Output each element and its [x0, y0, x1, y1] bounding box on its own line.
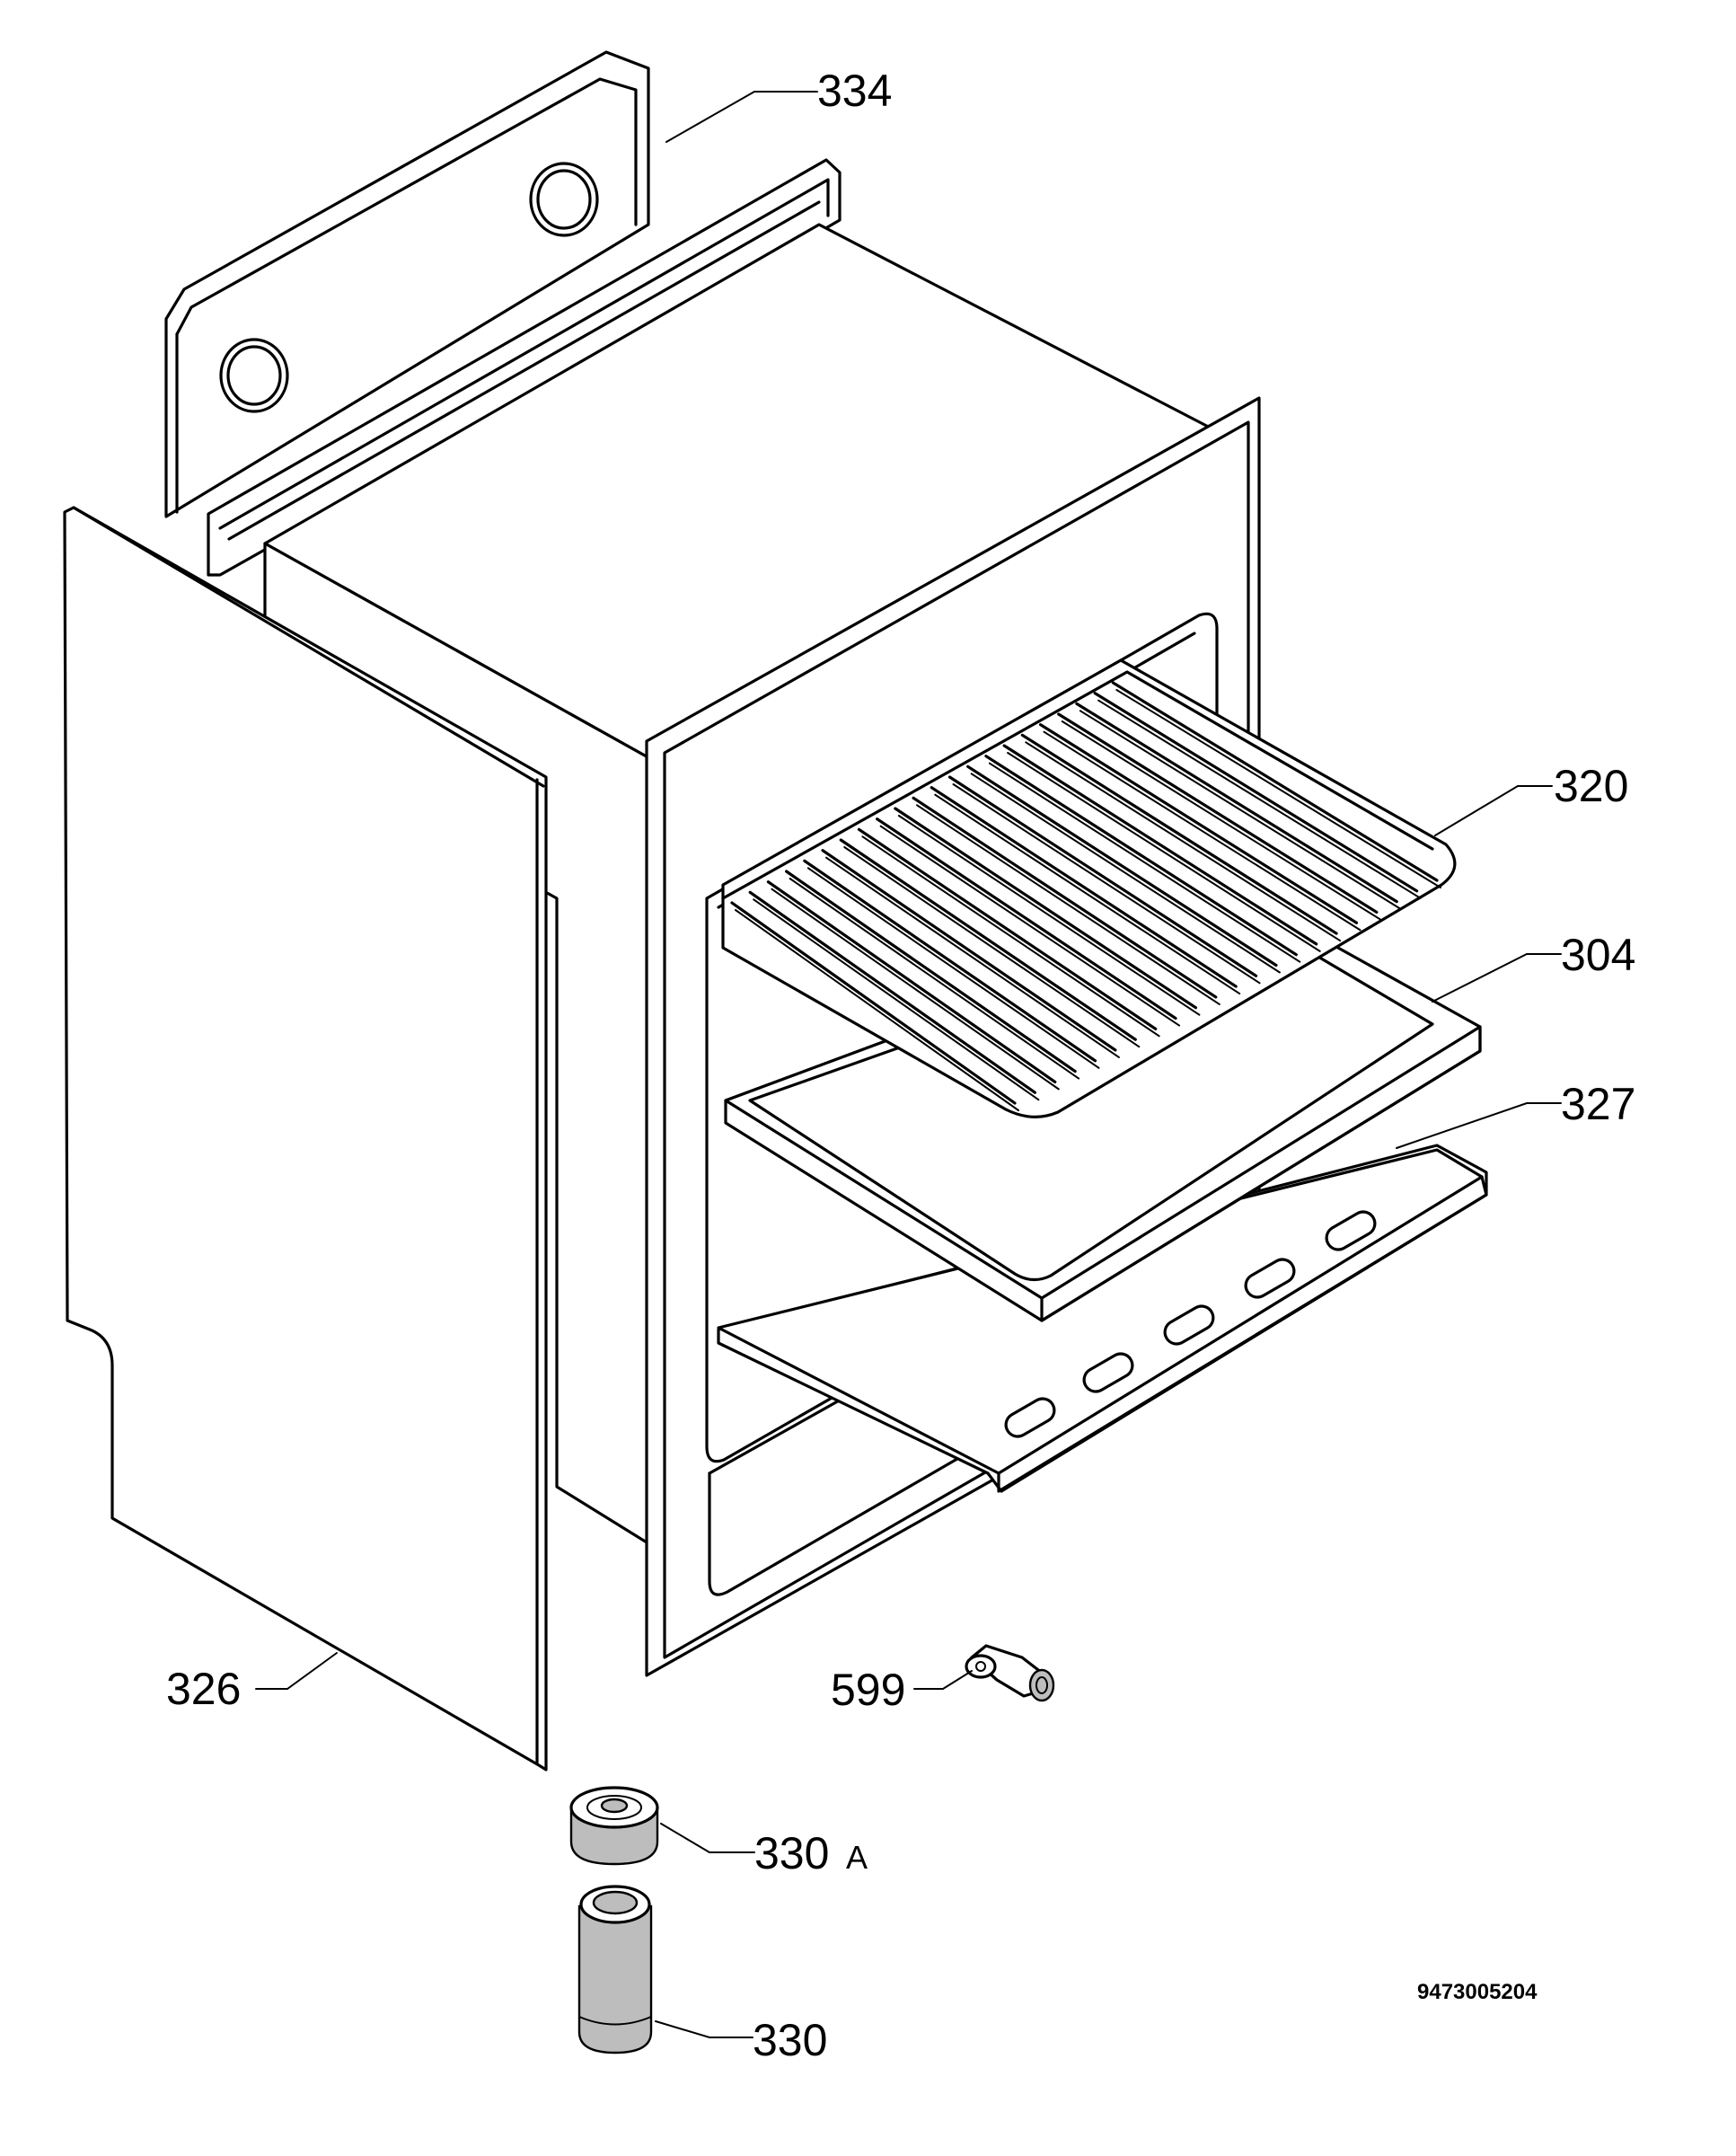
grid-bar-shadow [806, 867, 1100, 1069]
grid-bar-shadow [771, 888, 1060, 1091]
grid-bar-shadow [879, 825, 1181, 1027]
grid-bar [1002, 744, 1318, 946]
grid-bar [839, 838, 1137, 1041]
grid-bar [876, 817, 1177, 1021]
grid-bar-shadow [1043, 730, 1361, 932]
grid-bar-shadow [1007, 752, 1321, 952]
grid-bar-shadow [825, 856, 1120, 1058]
grid-bar-shadow [1097, 699, 1422, 899]
grid-bar-shadow [1115, 689, 1441, 888]
grid-bar-shadow [897, 815, 1201, 1016]
grid-bar [1111, 681, 1439, 882]
label-334: 334 [817, 66, 892, 116]
grid-bar [785, 870, 1077, 1074]
side-panel-326 [63, 506, 548, 1772]
label-304: 304 [1561, 930, 1635, 980]
grid-bar-shadow [861, 835, 1160, 1038]
leader-lines [255, 91, 1562, 2038]
grid-bar [1093, 692, 1419, 893]
grid-bar [748, 890, 1036, 1094]
grid-bar [1075, 702, 1398, 904]
grid-bar [803, 859, 1097, 1063]
grid-bar [930, 786, 1238, 988]
elbow-fitting-599 [965, 1644, 1055, 1702]
grid-bar-shadow [1061, 720, 1381, 921]
grid-bar-shadow [1079, 710, 1402, 910]
label-330a: 330 [754, 1828, 829, 1878]
grid-bar-shadow [970, 773, 1281, 974]
grid-bar [1020, 733, 1338, 935]
grid-bar [984, 755, 1298, 957]
grid-bar-shadow [916, 804, 1220, 1005]
drawing-code: 9473005204 [1417, 1980, 1538, 2004]
grid-bar [857, 827, 1158, 1030]
grid-bar-shadow [789, 878, 1080, 1080]
label-320: 320 [1554, 761, 1628, 811]
foot-cap-330a [569, 1786, 659, 1866]
label-326: 326 [166, 1664, 241, 1714]
part-labels: 334 320 304 327 326 599 330 A 330 [166, 66, 1635, 2065]
grid-bar-shadow [934, 793, 1241, 995]
grid-bar [947, 775, 1258, 977]
rear-panel-334 [164, 50, 650, 518]
label-327: 327 [1561, 1079, 1635, 1129]
grid-bar-shadow [843, 846, 1141, 1048]
grid-bar [912, 796, 1218, 999]
label-330a-suffix: A [846, 1839, 868, 1876]
baking-tray-304 [724, 901, 1482, 1322]
grid-bar [821, 849, 1117, 1052]
label-330: 330 [753, 2015, 827, 2065]
grid-bar [966, 764, 1278, 968]
grid-shelf-320 [721, 658, 1457, 1118]
label-599: 599 [831, 1665, 905, 1715]
grid-bar [730, 901, 1017, 1105]
grid-bar [894, 807, 1198, 1010]
grid-bar-shadow [988, 762, 1301, 963]
grid-bar-shadow [952, 783, 1261, 985]
grid-bar-shadow [735, 909, 1019, 1111]
foot-330 [577, 1885, 653, 2054]
grid-bar [1057, 712, 1379, 915]
grid-bar-shadow [753, 898, 1040, 1101]
grid-bar-shadow [1025, 741, 1342, 942]
grid-bar [1038, 723, 1359, 924]
grid-bar [766, 880, 1057, 1083]
